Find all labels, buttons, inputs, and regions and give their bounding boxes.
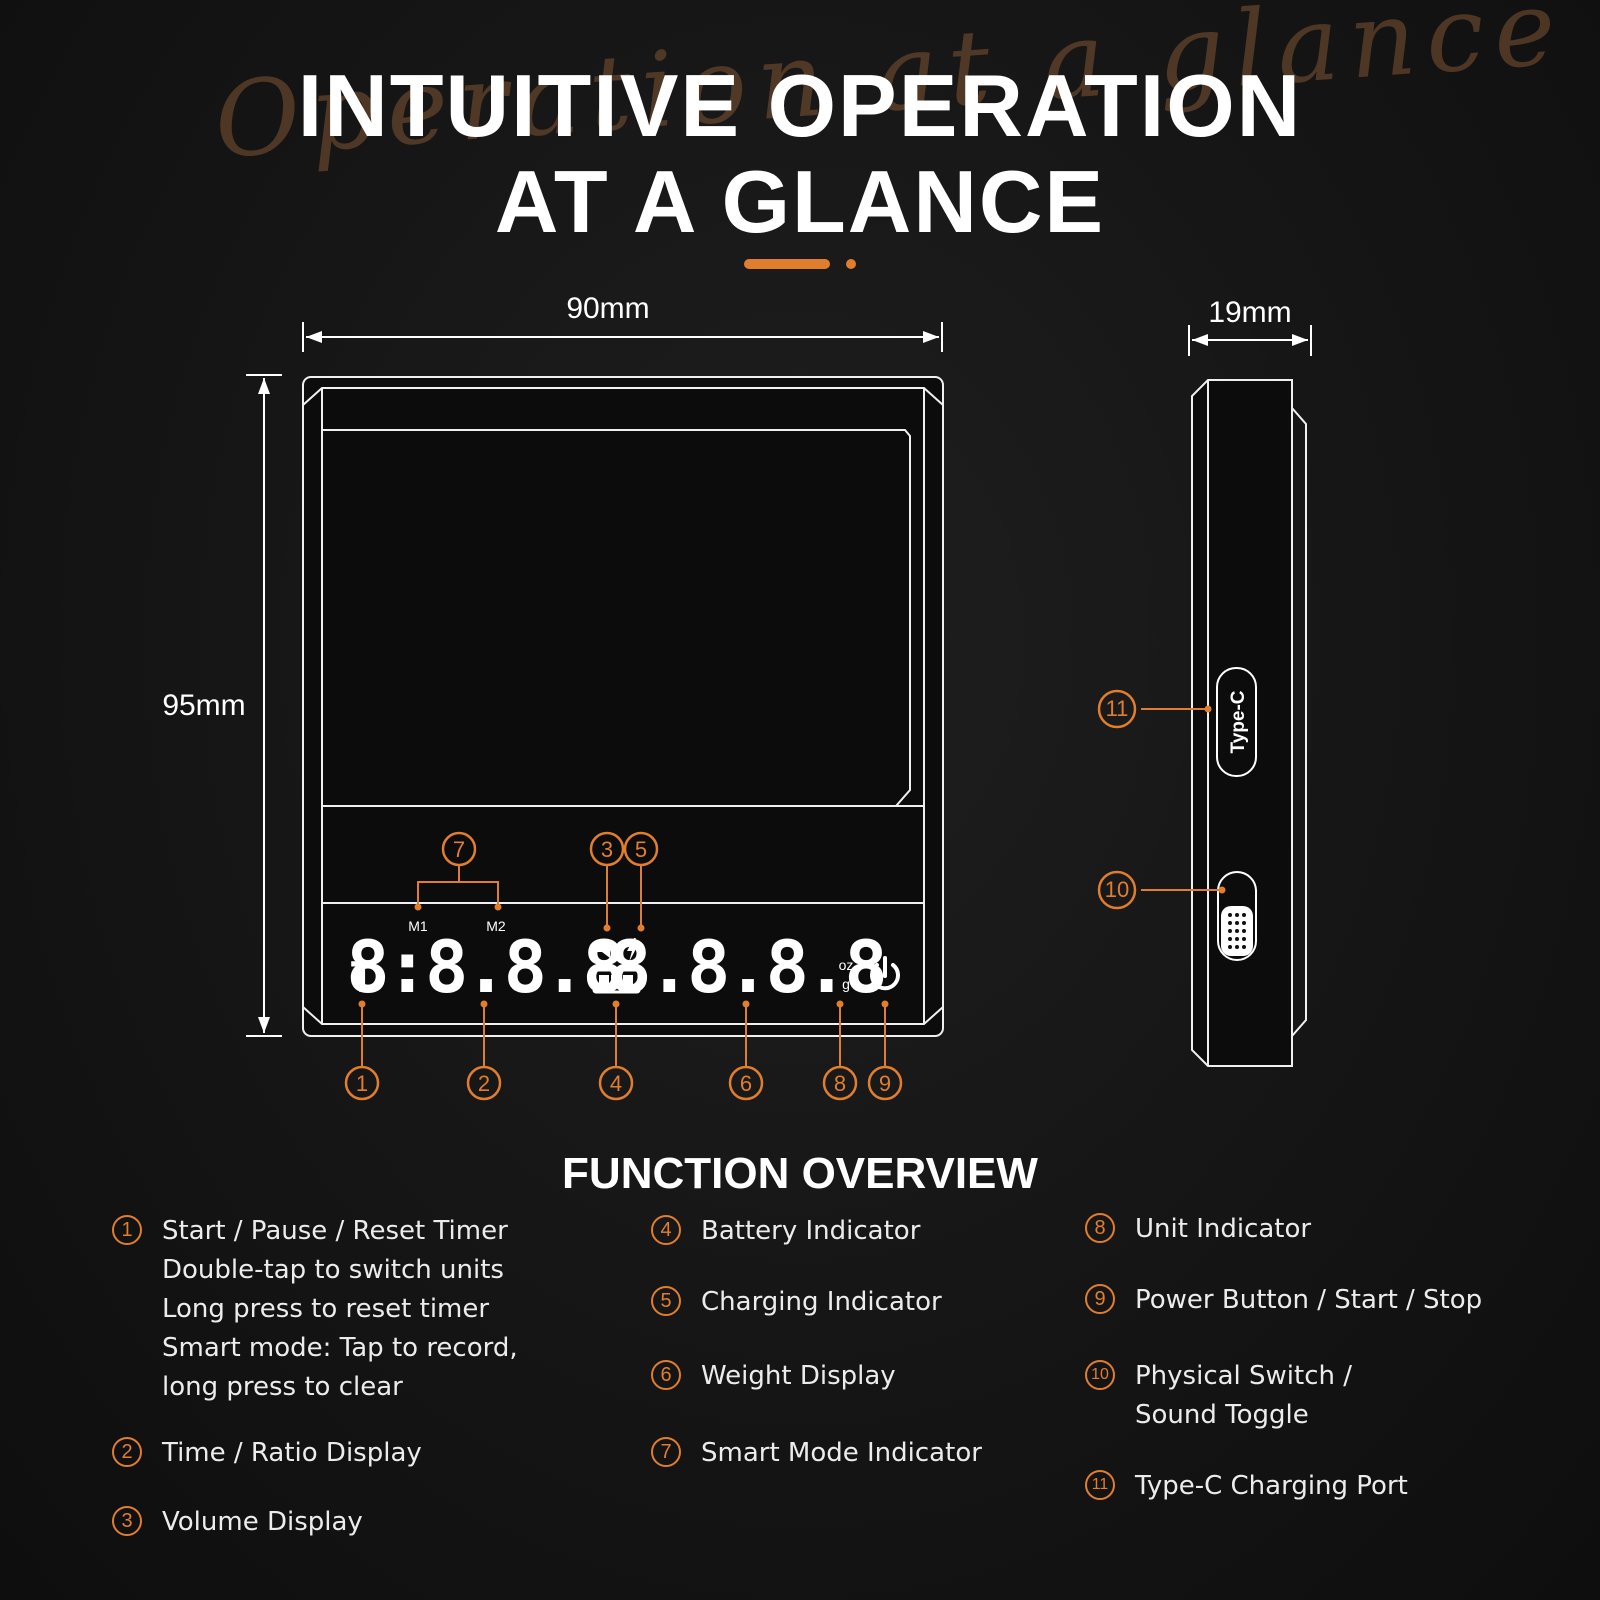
function-text: Double-tap to switch units — [162, 1255, 504, 1285]
switch-grip-icon — [1228, 913, 1246, 949]
function-item: 6 Weight Display — [651, 1357, 982, 1396]
function-text: Smart Mode Indicator — [701, 1438, 982, 1468]
callout-10: 10 — [1105, 877, 1129, 902]
width-label: 90mm — [566, 292, 649, 325]
height-label: 95mm — [162, 689, 245, 722]
function-number: 4 — [651, 1215, 681, 1245]
function-text: Physical Switch / — [1135, 1361, 1353, 1391]
function-item: 11 Type-C Charging Port — [1085, 1467, 1482, 1506]
function-number: 10 — [1085, 1360, 1115, 1390]
function-text: Sound Toggle — [1135, 1400, 1309, 1430]
callout-circles — [344, 689, 1137, 1101]
callout-1: 1 — [356, 1071, 368, 1096]
unit-label-g: g — [842, 976, 850, 992]
front-view — [302, 376, 944, 1037]
function-text: Unit Indicator — [1135, 1214, 1312, 1244]
callout-4: 4 — [610, 1071, 622, 1096]
unit-label-oz: oz — [839, 957, 854, 973]
function-item: 3 Volume Display — [112, 1503, 518, 1542]
depth-label: 19mm — [1208, 296, 1291, 329]
tare-button[interactable]: T — [349, 953, 374, 1002]
type-c-port[interactable]: Type-C — [1216, 667, 1257, 777]
function-text: Type-C Charging Port — [1135, 1471, 1408, 1501]
callout-5: 5 — [635, 837, 647, 862]
function-column-2: 4 Battery Indicator 5 Charging Indicator… — [651, 1212, 982, 1473]
scale-diagram: 90mm 95mm 19mm T 8:8.8.8 8.8.8.8 M1 M2 o… — [162, 292, 1312, 1101]
function-text: Smart mode: Tap to record, — [162, 1333, 518, 1363]
function-number: 2 — [112, 1437, 142, 1467]
function-item: 8 Unit Indicator — [1085, 1210, 1482, 1249]
function-item: 2 Time / Ratio Display — [112, 1434, 518, 1473]
function-number: 7 — [651, 1437, 681, 1467]
accent-bar — [744, 259, 830, 269]
weight-display: 8.8.8.8 — [608, 925, 883, 1009]
function-item: 1 Start / Pause / Reset Timer Double-tap… — [112, 1212, 518, 1407]
accent-dot — [846, 259, 856, 269]
function-text: Weight Display — [701, 1361, 896, 1391]
function-number: 6 — [651, 1360, 681, 1390]
function-item: 5 Charging Indicator — [651, 1283, 982, 1322]
function-number: 1 — [112, 1215, 142, 1245]
function-text: Power Button / Start / Stop — [1135, 1285, 1483, 1315]
type-c-label: Type-C — [1228, 690, 1249, 753]
function-text: long press to clear — [162, 1372, 403, 1402]
function-text: Time / Ratio Display — [162, 1438, 422, 1468]
callout-11: 11 — [1106, 696, 1129, 721]
memory-label-m2: M2 — [486, 918, 506, 934]
callout-leaders — [358, 705, 1226, 1066]
charging-icon — [627, 938, 637, 962]
height-dimension — [246, 374, 282, 1037]
volume-icon — [596, 940, 616, 958]
width-dimension — [302, 322, 943, 352]
physical-switch[interactable] — [1217, 871, 1257, 961]
function-item: 4 Battery Indicator — [651, 1212, 982, 1251]
function-number: 9 — [1085, 1284, 1115, 1314]
function-number: 3 — [112, 1506, 142, 1536]
battery-icon — [592, 968, 643, 994]
function-text: Charging Indicator — [701, 1287, 942, 1317]
callout-7: 7 — [453, 837, 465, 862]
function-text: Volume Display — [162, 1507, 363, 1537]
function-column-1: 1 Start / Pause / Reset Timer Double-tap… — [112, 1212, 518, 1542]
memory-label-m1: M1 — [408, 918, 428, 934]
callout-9: 9 — [879, 1071, 891, 1096]
page-title-line-2: AT A GLANCE — [494, 152, 1106, 251]
function-number: 8 — [1085, 1213, 1115, 1243]
power-icon[interactable] — [870, 956, 900, 991]
callout-8: 8 — [834, 1071, 846, 1096]
callout-6: 6 — [740, 1071, 752, 1096]
function-item: 9 Power Button / Start / Stop — [1085, 1281, 1482, 1320]
callout-3: 3 — [601, 837, 613, 862]
function-text: Start / Pause / Reset Timer — [162, 1216, 508, 1246]
page-title-line-1: INTUITIVE OPERATION — [297, 56, 1303, 155]
function-item: 10 Physical Switch / Sound Toggle — [1085, 1357, 1482, 1435]
function-overview-title: FUNCTION OVERVIEW — [562, 1149, 1038, 1198]
function-number: 5 — [651, 1286, 681, 1316]
function-text: Long press to reset timer — [162, 1294, 490, 1324]
function-number: 11 — [1085, 1470, 1115, 1500]
function-text: Battery Indicator — [701, 1216, 921, 1246]
time-display: 8:8.8.8 — [346, 925, 621, 1009]
function-item: 7 Smart Mode Indicator — [651, 1434, 982, 1473]
callout-2: 2 — [478, 1071, 490, 1096]
depth-dimension — [1188, 325, 1312, 356]
function-column-3: 8 Unit Indicator 9 Power Button / Start … — [1085, 1210, 1482, 1506]
